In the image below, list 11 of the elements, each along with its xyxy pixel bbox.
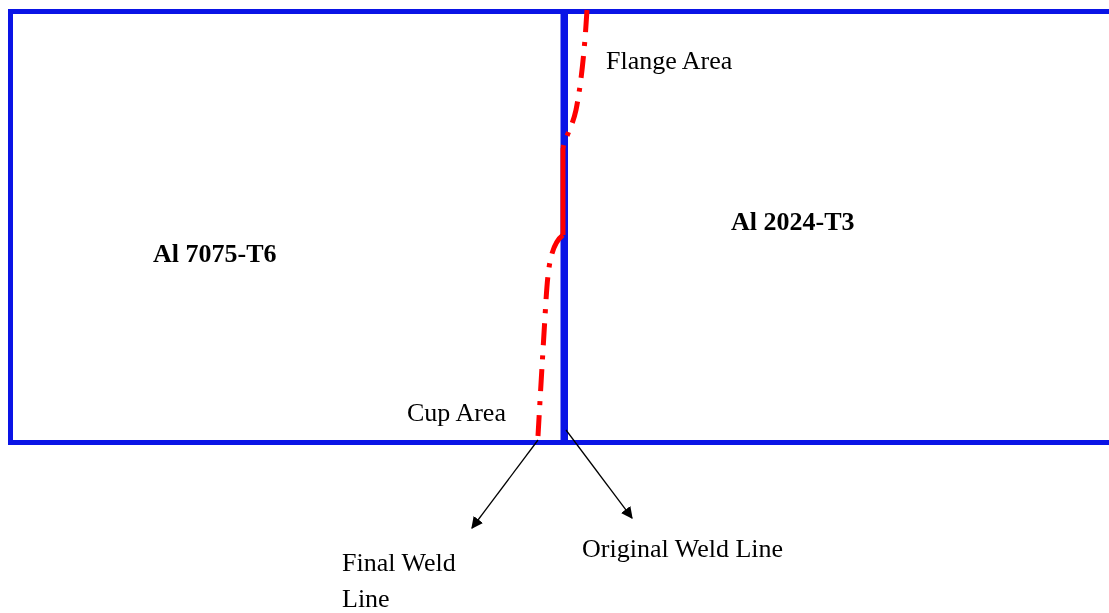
weld-line (560, 11, 566, 443)
callout-text: Original Weld Line (582, 531, 882, 568)
leader-arrow (565, 429, 633, 519)
alloy-label: Al 2024-T3 (731, 206, 855, 238)
leader-arrow (471, 439, 539, 529)
callout-text: Final Weld Line (342, 545, 502, 613)
alloy-label: Al 7075-T6 (153, 238, 277, 270)
alloy-sheet (8, 9, 568, 445)
area-label: Cup Area (407, 397, 506, 429)
weld-line (535, 9, 590, 437)
area-label: Flange Area (606, 45, 733, 77)
